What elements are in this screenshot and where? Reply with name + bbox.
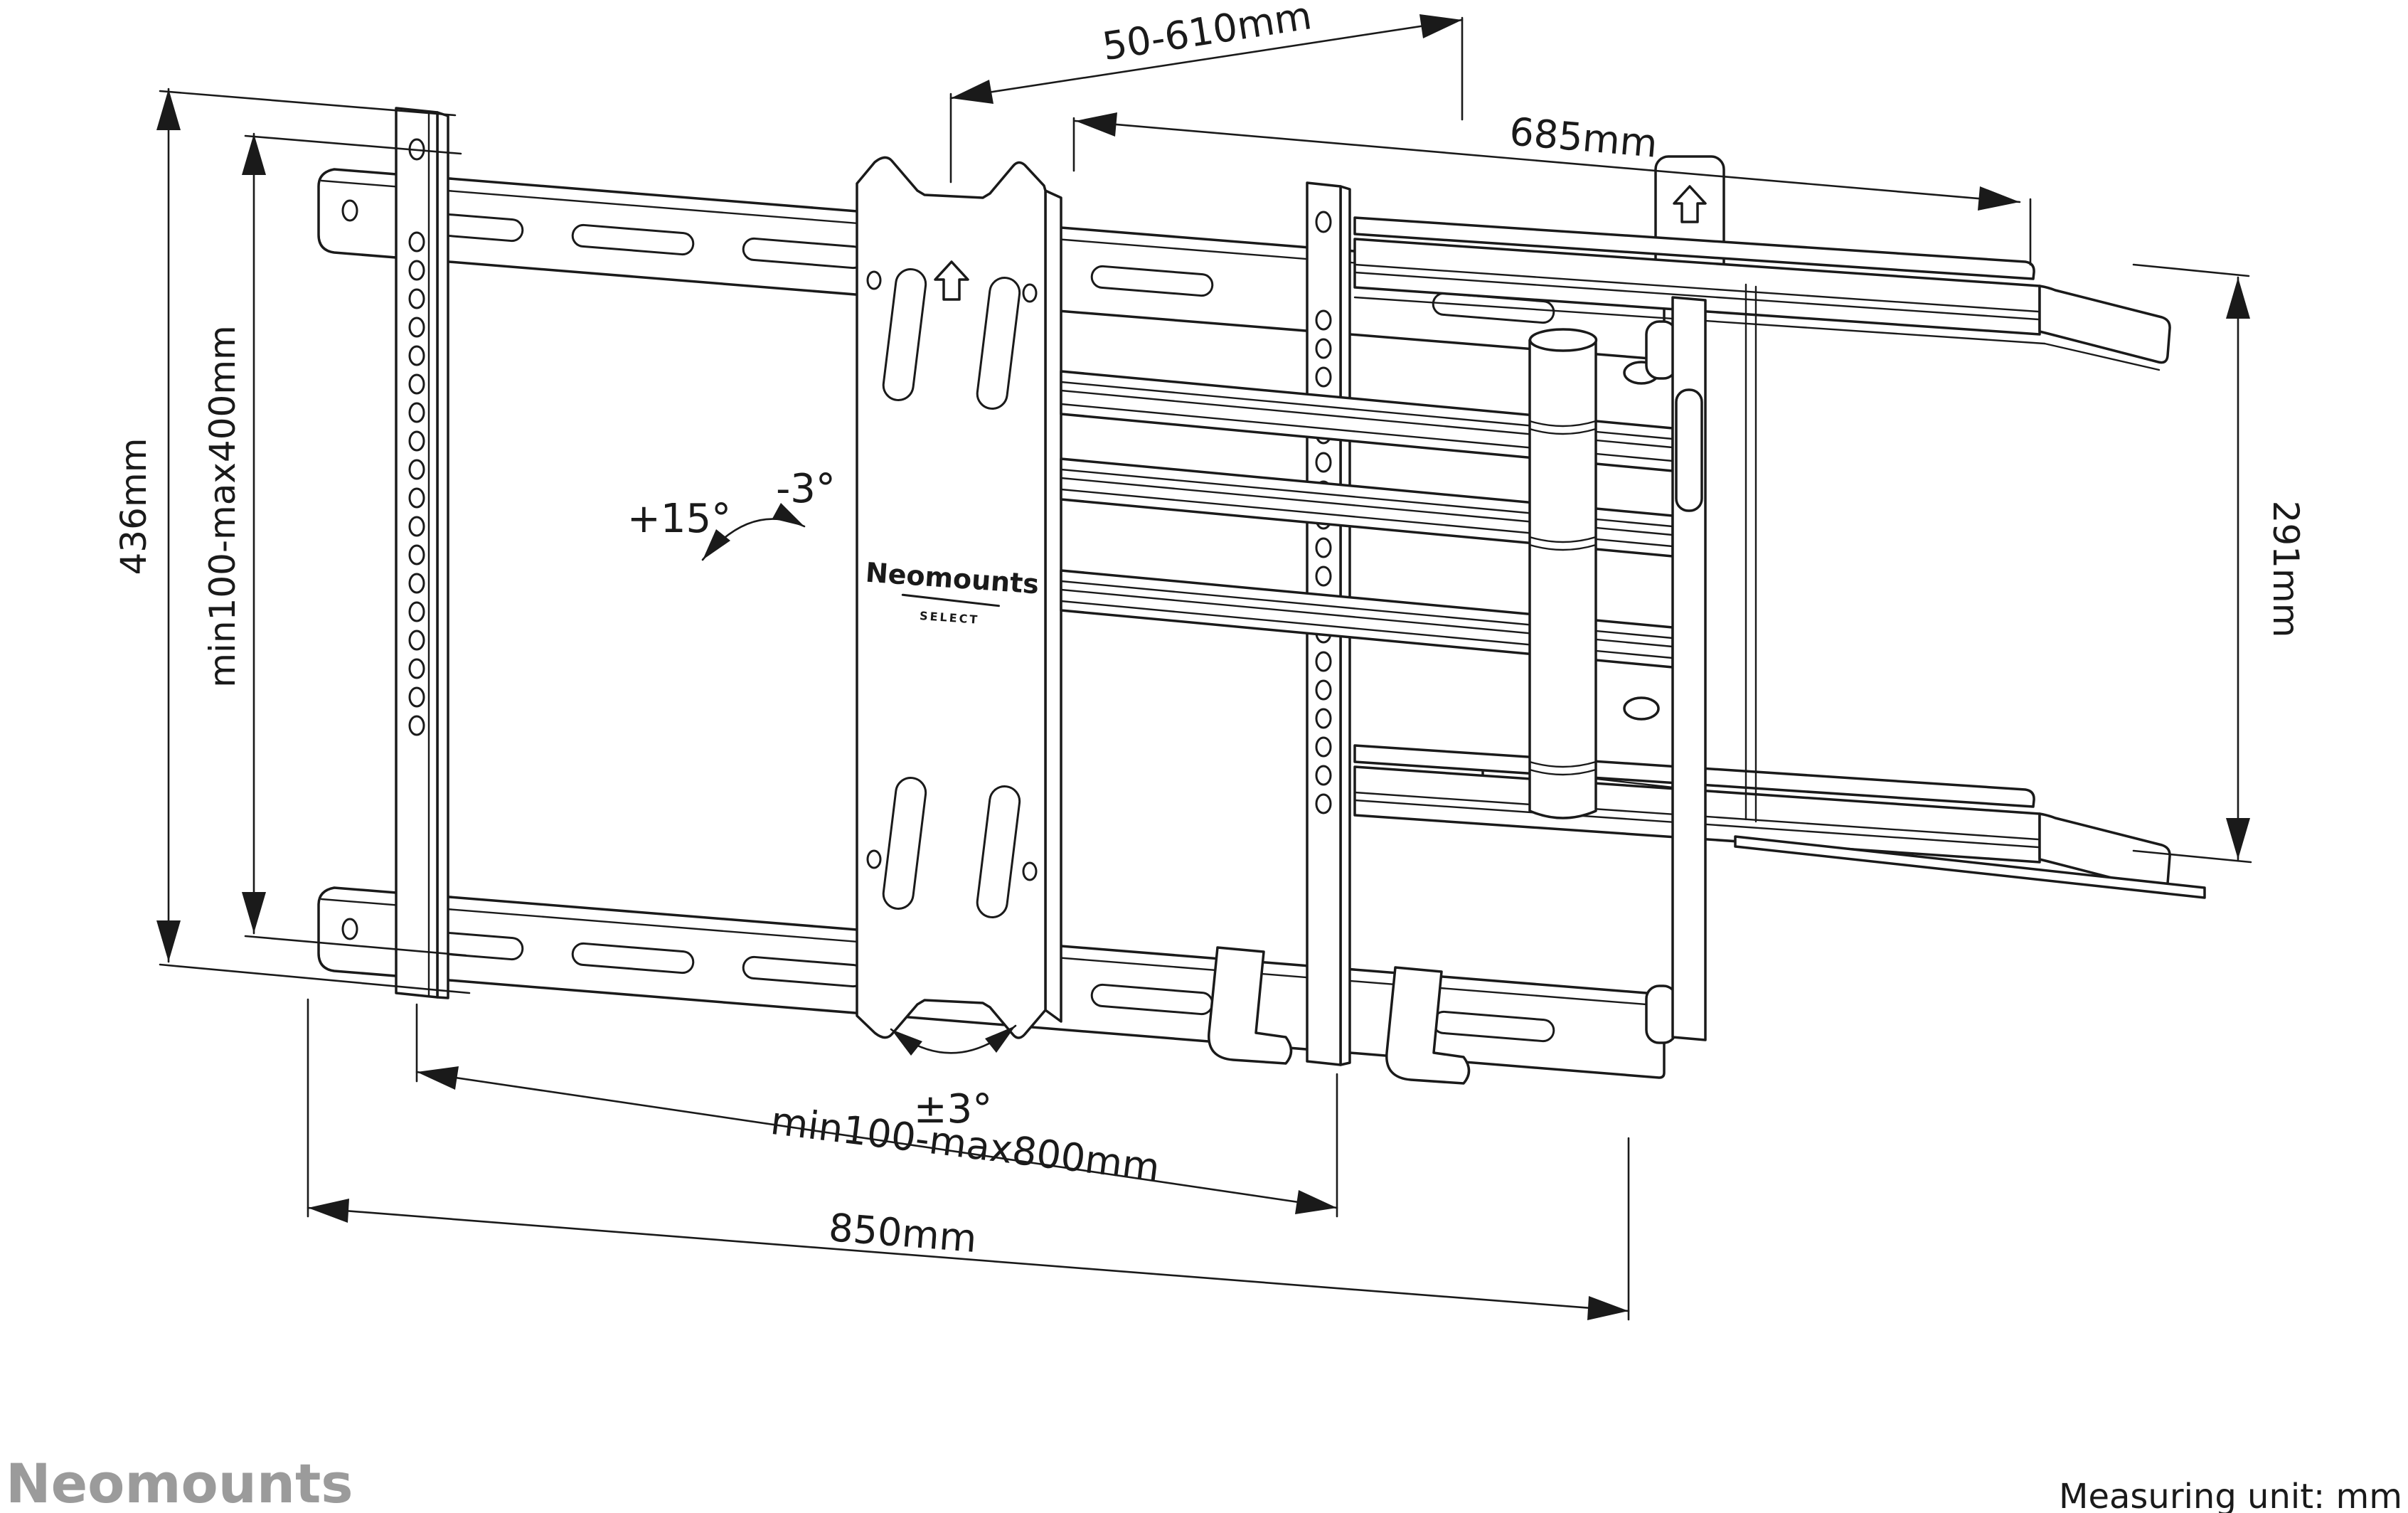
dim-label-436mm: 436mm <box>113 438 154 575</box>
dim-depth-range: 50-610mm <box>949 0 1464 184</box>
hook-right <box>1385 966 1471 1085</box>
up-arrow-icon <box>934 260 969 301</box>
tv-rail-bottom <box>1353 283 2206 899</box>
footer-logo: Neomounts <box>6 1452 353 1513</box>
tilt-down-label: -3° <box>776 466 836 512</box>
tv-strip-left <box>395 107 449 999</box>
dim-wall-plate-height: 436mm <box>113 87 471 994</box>
dim-vesa-height: min100-max400mm <box>202 132 467 957</box>
vesa-plate: Neomounts SELECT <box>856 156 1062 1039</box>
tv-attach-plate <box>1623 296 1707 1044</box>
measuring-unit-label: Measuring unit: mm <box>2059 1477 2402 1513</box>
tilt-up-label: +15° <box>627 496 731 542</box>
dim-label-850mm: 850mm <box>827 1205 979 1261</box>
swivel-label: ±3° <box>914 1086 993 1132</box>
dim-label-vesa-height: min100-max400mm <box>202 325 243 688</box>
hook-left <box>1208 946 1293 1065</box>
up-arrow-icon <box>1673 185 1707 223</box>
tv-rail-top <box>1353 216 2171 371</box>
swivel-annotation: ±3° <box>890 1024 1017 1132</box>
tilt-annotation: +15° -3° <box>627 466 836 561</box>
dim-label-685mm: 685mm <box>1508 109 1659 166</box>
arm-post <box>1528 328 1598 819</box>
dim-label-291mm: 291mm <box>2265 501 2306 638</box>
dim-bracket-height: 291mm <box>2132 263 2306 864</box>
